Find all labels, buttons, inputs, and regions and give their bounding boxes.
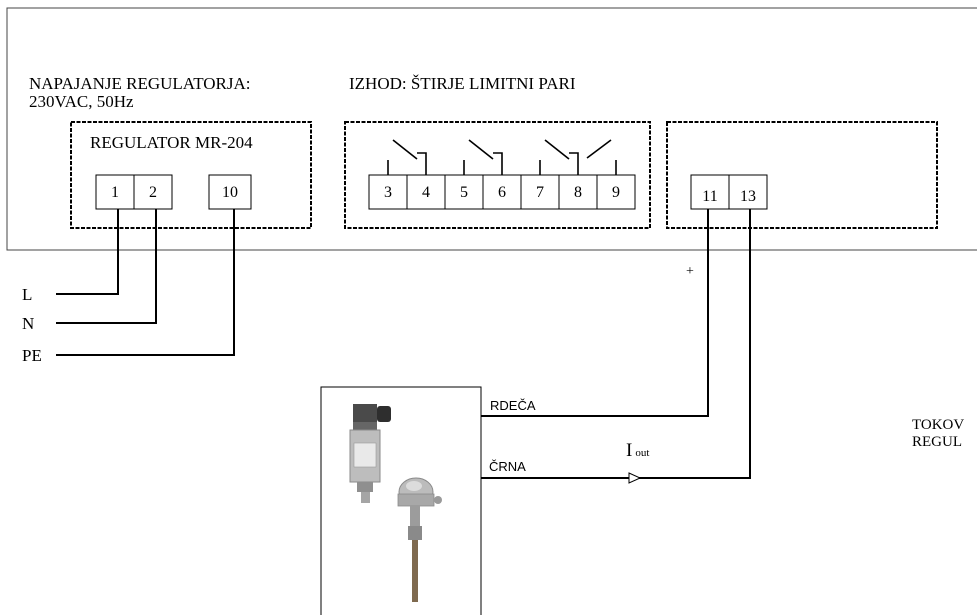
input-block xyxy=(666,121,938,229)
relay-1-contact xyxy=(392,139,418,160)
terminal-10-label: 10 xyxy=(222,184,238,201)
relay-2-contact xyxy=(468,139,494,160)
regulator-block xyxy=(70,121,312,229)
sensor-head-highlight xyxy=(406,481,422,491)
relay-2-right-lead xyxy=(493,152,503,175)
side-note-line1: TOKOV xyxy=(912,417,964,433)
current-subscript: out xyxy=(635,447,649,459)
terminal-13 xyxy=(728,174,768,210)
transmitter-connector-cap xyxy=(377,406,391,422)
terminal-1-label: 1 xyxy=(111,184,119,201)
terminal-8-label: 8 xyxy=(574,184,582,201)
regulator-label: REGULATOR MR-204 xyxy=(90,133,253,152)
transmitter-hex xyxy=(357,482,373,492)
wire-red-label: RDEČA xyxy=(490,398,536,413)
wire-l xyxy=(56,209,119,295)
terminal-5-label: 5 xyxy=(460,184,468,201)
transmitter-connector xyxy=(353,404,377,422)
current-symbol: I xyxy=(626,440,632,461)
sensor-wires xyxy=(481,209,751,479)
terminal-7 xyxy=(520,174,560,210)
side-note-line2: REGUL xyxy=(912,434,962,450)
power-title: NAPAJANJE REGULATORJA: xyxy=(29,74,251,93)
wire-black xyxy=(481,209,751,479)
line-label-pe: PE xyxy=(22,346,42,365)
line-label-l: L xyxy=(22,285,32,304)
terminal-7-label: 7 xyxy=(536,184,544,201)
terminal-11-label: 11 xyxy=(702,188,717,205)
supply-wires xyxy=(56,209,235,356)
current-arrow-icon xyxy=(628,472,642,484)
terminal-2-label: 2 xyxy=(149,184,157,201)
power-spec: 230VAC, 50Hz xyxy=(29,92,134,111)
regulator-terminals: 1 2 10 xyxy=(95,174,252,210)
relay-terminals: 3 4 5 6 7 8 9 xyxy=(368,174,636,210)
sensor-head-base xyxy=(397,493,435,507)
terminal-9-label: 9 xyxy=(612,184,620,201)
relay-3-right-lead xyxy=(569,152,579,175)
sensor-cable-gland xyxy=(434,496,442,504)
transmitter-neck xyxy=(353,422,377,430)
relay-contact-symbols xyxy=(387,139,617,175)
sensor-neck xyxy=(410,506,420,526)
device-panel xyxy=(6,7,977,251)
temperature-sensor-icon xyxy=(397,477,442,602)
relay-1-right-lead xyxy=(417,152,427,175)
terminal-10 xyxy=(208,174,252,210)
plus-sign: + xyxy=(686,264,694,279)
relay-output-block xyxy=(344,121,651,229)
sensor-probe xyxy=(412,540,418,602)
terminal-8 xyxy=(558,174,598,210)
wire-red xyxy=(481,209,709,417)
terminal-5 xyxy=(444,174,484,210)
terminal-3 xyxy=(368,174,408,210)
terminal-13-label: 13 xyxy=(740,188,756,205)
wire-n xyxy=(56,209,157,324)
wire-black-label: ČRNA xyxy=(489,459,526,474)
relay-3-contact xyxy=(544,139,570,160)
relay-4-contact xyxy=(586,139,612,159)
terminal-6-label: 6 xyxy=(498,184,506,201)
terminal-11 xyxy=(690,174,730,210)
pressure-transmitter-icon xyxy=(349,404,391,503)
transmitter-label-plate xyxy=(353,442,377,468)
input-terminals: 11 13 xyxy=(690,174,768,210)
terminal-4-label: 4 xyxy=(422,184,430,201)
transmitter-thread xyxy=(361,492,370,503)
terminal-3-label: 3 xyxy=(384,184,392,201)
line-label-n: N xyxy=(22,314,34,333)
terminal-6 xyxy=(482,174,522,210)
output-title: IZHOD: ŠTIRJE LIMITNI PARI xyxy=(349,74,576,93)
wire-pe xyxy=(56,209,235,356)
sensor-fitting xyxy=(408,526,422,540)
terminal-2 xyxy=(133,174,173,210)
